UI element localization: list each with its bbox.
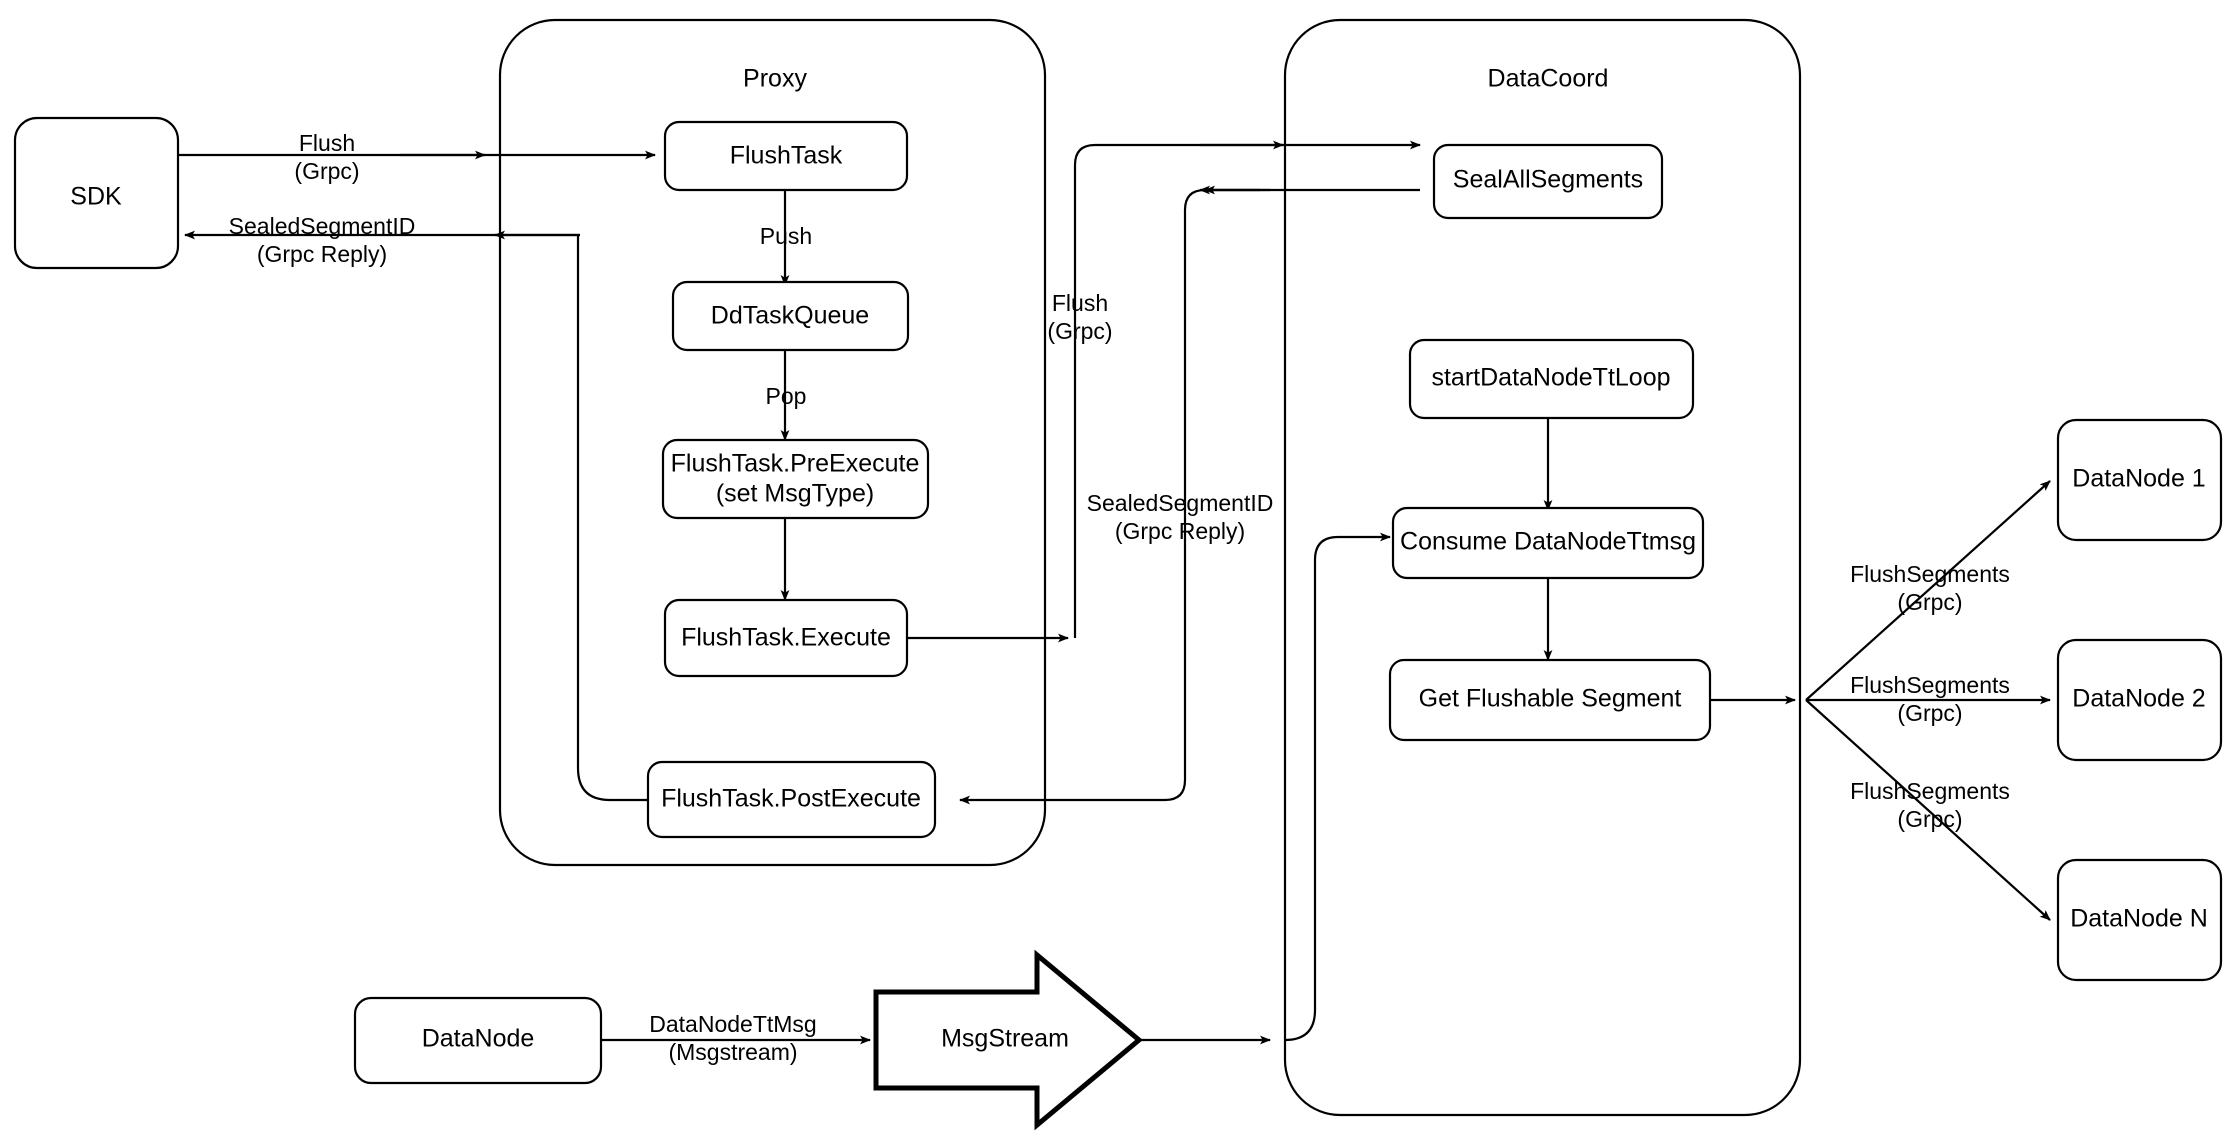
node-flushtask-execute[interactable]: FlushTask.Execute <box>663 598 909 678</box>
datacoord-container-title: DataCoord <box>1488 65 1609 93</box>
datanode1-label: DataNode 1 <box>2072 465 2205 493</box>
sdk-box[interactable] <box>13 116 180 270</box>
datanoden-label: DataNode N <box>2070 905 2208 933</box>
ddtaskqueue-label: DdTaskQueue <box>711 302 869 330</box>
edge-fanout-to-datanode1 <box>1805 480 2051 701</box>
edge-label-flushsegments-1: FlushSegments (Grpc) <box>1850 561 2010 615</box>
startdatanodettloop-box[interactable] <box>1408 338 1695 420</box>
execute-box[interactable] <box>663 598 909 678</box>
node-datanode-1[interactable]: DataNode 1 <box>2056 418 2223 542</box>
flushsegmentsn-label-line2: (Grpc) <box>1897 806 1962 832</box>
edge-bus-to-consume <box>1284 532 1391 1042</box>
preexecute-label-line2: (set MsgType) <box>716 480 874 508</box>
flushtask-label: FlushTask <box>730 142 843 170</box>
consume-datanodettmsg-box[interactable] <box>1391 506 1705 580</box>
datanode2-box[interactable] <box>2056 638 2223 762</box>
preexecute-box[interactable] <box>661 438 930 520</box>
node-flushtask-preexecute[interactable]: FlushTask.PreExecute (set MsgType) <box>661 438 930 520</box>
edge-label-proxy-to-sdk: SealedSegmentID (Grpc Reply) <box>229 213 416 267</box>
node-datanode-bottom[interactable]: DataNode <box>353 996 603 1085</box>
node-consume-datanodettmsg[interactable]: Consume DataNodeTtmsg <box>1391 506 1705 580</box>
container-datacoord: DataCoord <box>1283 18 1802 1117</box>
flushsegmentsn-label-line1: FlushSegments <box>1850 778 2010 804</box>
edge-label-sdk-to-proxy: Flush (Grpc) <box>294 130 359 184</box>
container-proxy: Proxy <box>498 18 1047 867</box>
edge-label-flushsegments-n: FlushSegments (Grpc) <box>1850 778 2010 832</box>
sdk-label: SDK <box>70 183 122 211</box>
edge-label-datanode-to-msgstream: DataNodeTtMsg (Msgstream) <box>649 1011 816 1065</box>
sealallsegments-box[interactable] <box>1432 143 1664 220</box>
datanode2-label: DataNode 2 <box>2072 685 2205 713</box>
node-ddtaskqueue[interactable]: DdTaskQueue <box>671 280 910 352</box>
sealedsegmentid-reply-label-line1: SealedSegmentID <box>1087 490 1274 516</box>
pop-label: Pop <box>766 383 807 409</box>
edge-label-push: Push <box>760 223 812 249</box>
flushsegments2-label-line1: FlushSegments <box>1850 672 2010 698</box>
node-sealallsegments[interactable]: SealAllSegments <box>1432 143 1664 220</box>
flush-label-line1: Flush <box>299 130 355 156</box>
flushsegments1-label-line1: FlushSegments <box>1850 561 2010 587</box>
proxy-container-box <box>498 18 1047 867</box>
flush-grpc-label-line1: Flush <box>1052 290 1108 316</box>
msgstream-label: MsgStream <box>941 1025 1069 1053</box>
get-flushable-segment-box[interactable] <box>1388 658 1712 742</box>
push-label: Push <box>760 223 812 249</box>
preexecute-label-line1: FlushTask.PreExecute <box>671 450 920 478</box>
sealedsegmentid-label-line1: SealedSegmentID <box>229 213 416 239</box>
node-startdatanodettloop[interactable]: startDataNodeTtLoop <box>1408 338 1695 420</box>
sealallsegments-label: SealAllSegments <box>1453 166 1643 194</box>
execute-label: FlushTask.Execute <box>681 624 891 652</box>
datanode-bottom-label: DataNode <box>422 1025 535 1053</box>
node-flushtask-postexecute[interactable]: FlushTask.PostExecute <box>646 760 937 839</box>
postexecute-box[interactable] <box>646 760 937 839</box>
datanode1-box[interactable] <box>2056 418 2223 542</box>
datanoden-box[interactable] <box>2056 858 2223 982</box>
edge-datacoord-reply-to-postexecute <box>959 188 1260 805</box>
node-get-flushable-segment[interactable]: Get Flushable Segment <box>1388 658 1712 742</box>
node-flushtask[interactable]: FlushTask <box>663 120 909 192</box>
get-flushable-segment-label: Get Flushable Segment <box>1419 685 1682 713</box>
flushsegments1-label-line2: (Grpc) <box>1897 589 1962 615</box>
sealedsegmentid-reply-label-line2: (Grpc Reply) <box>1115 518 1245 544</box>
node-datanode-n[interactable]: DataNode N <box>2056 858 2223 982</box>
flush-grpc-label-line2: (Grpc) <box>1047 318 1112 344</box>
edge-label-flushsegments-2: FlushSegments (Grpc) <box>1850 672 2010 726</box>
flushsegments2-label-line2: (Grpc) <box>1897 700 1962 726</box>
startdatanodettloop-label: startDataNodeTtLoop <box>1431 364 1670 392</box>
edge-label-pop: Pop <box>766 383 807 409</box>
edge-fanout-to-datanoden <box>1805 699 2051 921</box>
flushtask-box[interactable] <box>663 120 909 192</box>
ddtaskqueue-box[interactable] <box>671 280 910 352</box>
datacoord-container-box <box>1283 18 1802 1117</box>
edge-label-datacoord-to-proxy: SealedSegmentID (Grpc Reply) <box>1087 490 1274 544</box>
datanode-bottom-box[interactable] <box>353 996 603 1085</box>
consume-datanodettmsg-label: Consume DataNodeTtmsg <box>1400 528 1696 556</box>
postexecute-label: FlushTask.PostExecute <box>661 785 921 813</box>
datanodettmsg-label-line1: DataNodeTtMsg <box>649 1011 816 1037</box>
node-msgstream[interactable]: MsgStream <box>873 949 1143 1131</box>
datanodettmsg-label-line2: (Msgstream) <box>668 1039 797 1065</box>
edge-label-proxy-to-datacoord: Flush (Grpc) <box>1047 290 1112 344</box>
proxy-container-title: Proxy <box>743 65 807 93</box>
node-sdk[interactable]: SDK <box>13 116 180 270</box>
msgstream-arrow-shape[interactable] <box>873 949 1143 1131</box>
node-datanode-2[interactable]: DataNode 2 <box>2056 638 2223 762</box>
edge-flushbus-to-sealallsegments <box>1073 140 1421 638</box>
edge-postexecute-return-left <box>576 235 648 802</box>
flush-label-line2: (Grpc) <box>294 158 359 184</box>
sealedsegmentid-label-line2: (Grpc Reply) <box>257 241 387 267</box>
